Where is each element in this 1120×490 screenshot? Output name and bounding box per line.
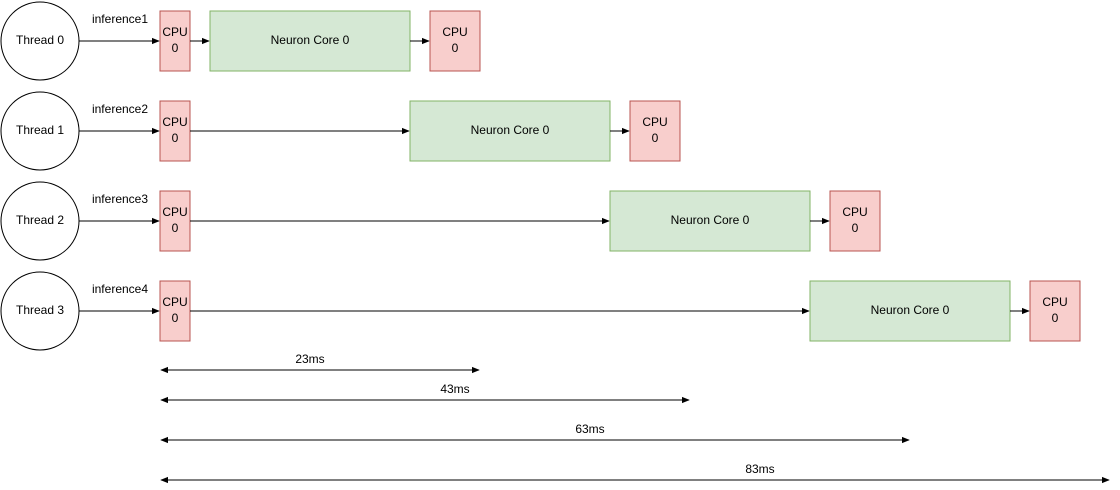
- cpu-input-label: CPU: [162, 25, 187, 39]
- timing-span: 63ms: [160, 422, 910, 444]
- cpu-output-box: [429, 10, 481, 72]
- cpu-input-label: CPU: [162, 115, 187, 129]
- thread-label: Thread 3: [16, 303, 64, 317]
- thread-label: Thread 1: [16, 123, 64, 137]
- cpu-output-label: CPU: [1042, 295, 1067, 309]
- cpu-output-id: 0: [452, 41, 459, 55]
- cpu-input-id: 0: [172, 41, 179, 55]
- cpu-input-box: [159, 100, 191, 162]
- inference-label: inference3: [92, 192, 148, 206]
- neuron-core-label: Neuron Core 0: [671, 213, 750, 227]
- cpu-input-box: [159, 190, 191, 252]
- cpu-input-box: [159, 10, 191, 72]
- timing-span: 23ms: [160, 352, 480, 374]
- inference-label: inference1: [92, 12, 148, 26]
- cpu-input-label: CPU: [162, 205, 187, 219]
- cpu-output-id: 0: [852, 221, 859, 235]
- neuron-core-box: [609, 190, 811, 252]
- inference-label: inference4: [92, 282, 148, 296]
- cpu-output-id: 0: [1052, 311, 1059, 325]
- cpu-input-box: [159, 280, 191, 342]
- timing-label: 83ms: [745, 462, 774, 476]
- timing-label: 23ms: [295, 352, 324, 366]
- cpu-output-box: [829, 190, 881, 252]
- neuron-core-label: Neuron Core 0: [471, 123, 550, 137]
- cpu-output-box: [1029, 280, 1081, 342]
- cpu-input-id: 0: [172, 131, 179, 145]
- neuron-core-label: Neuron Core 0: [871, 303, 950, 317]
- thread-label: Thread 2: [16, 213, 64, 227]
- cpu-output-label: CPU: [442, 25, 467, 39]
- timing-label: 43ms: [440, 382, 469, 396]
- neuron-core-box: [409, 100, 611, 162]
- neuron-core-box: [209, 10, 411, 72]
- thread-label: Thread 0: [16, 33, 64, 47]
- timing-span: 43ms: [160, 382, 690, 404]
- timing-span: 83ms: [160, 462, 1110, 484]
- cpu-input-id: 0: [172, 221, 179, 235]
- cpu-input-id: 0: [172, 311, 179, 325]
- cpu-output-label: CPU: [842, 205, 867, 219]
- cpu-output-label: CPU: [642, 115, 667, 129]
- timing-label: 63ms: [575, 422, 604, 436]
- neuron-core-box: [809, 280, 1011, 342]
- cpu-input-label: CPU: [162, 295, 187, 309]
- neuron-core-label: Neuron Core 0: [271, 33, 350, 47]
- cpu-output-box: [629, 100, 681, 162]
- cpu-output-id: 0: [652, 131, 659, 145]
- inference-label: inference2: [92, 102, 148, 116]
